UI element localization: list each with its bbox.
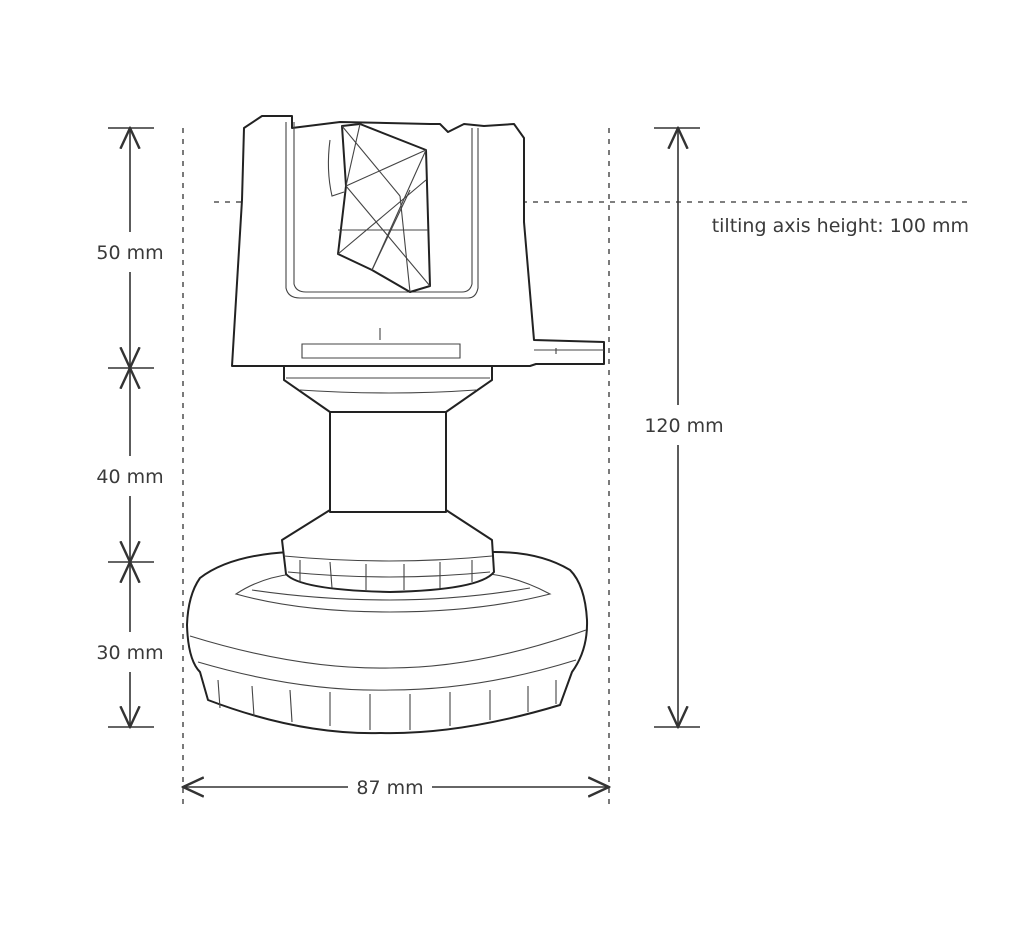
collar — [281, 509, 495, 593]
dim-label-total: 120 mm — [644, 415, 723, 437]
dim-label-middle: 40 mm — [96, 466, 163, 488]
dim-label-width: 87 mm — [356, 777, 423, 799]
prism — [327, 123, 431, 293]
base-drum — [186, 551, 589, 735]
tilting-axis-label: tilting axis height: 100 mm — [712, 215, 969, 237]
left-dimension-chain — [108, 128, 154, 727]
dim-label-bottom: 30 mm — [96, 642, 163, 664]
total-height-dimension — [654, 128, 700, 727]
dim-label-top: 50 mm — [96, 242, 163, 264]
column — [283, 365, 493, 513]
